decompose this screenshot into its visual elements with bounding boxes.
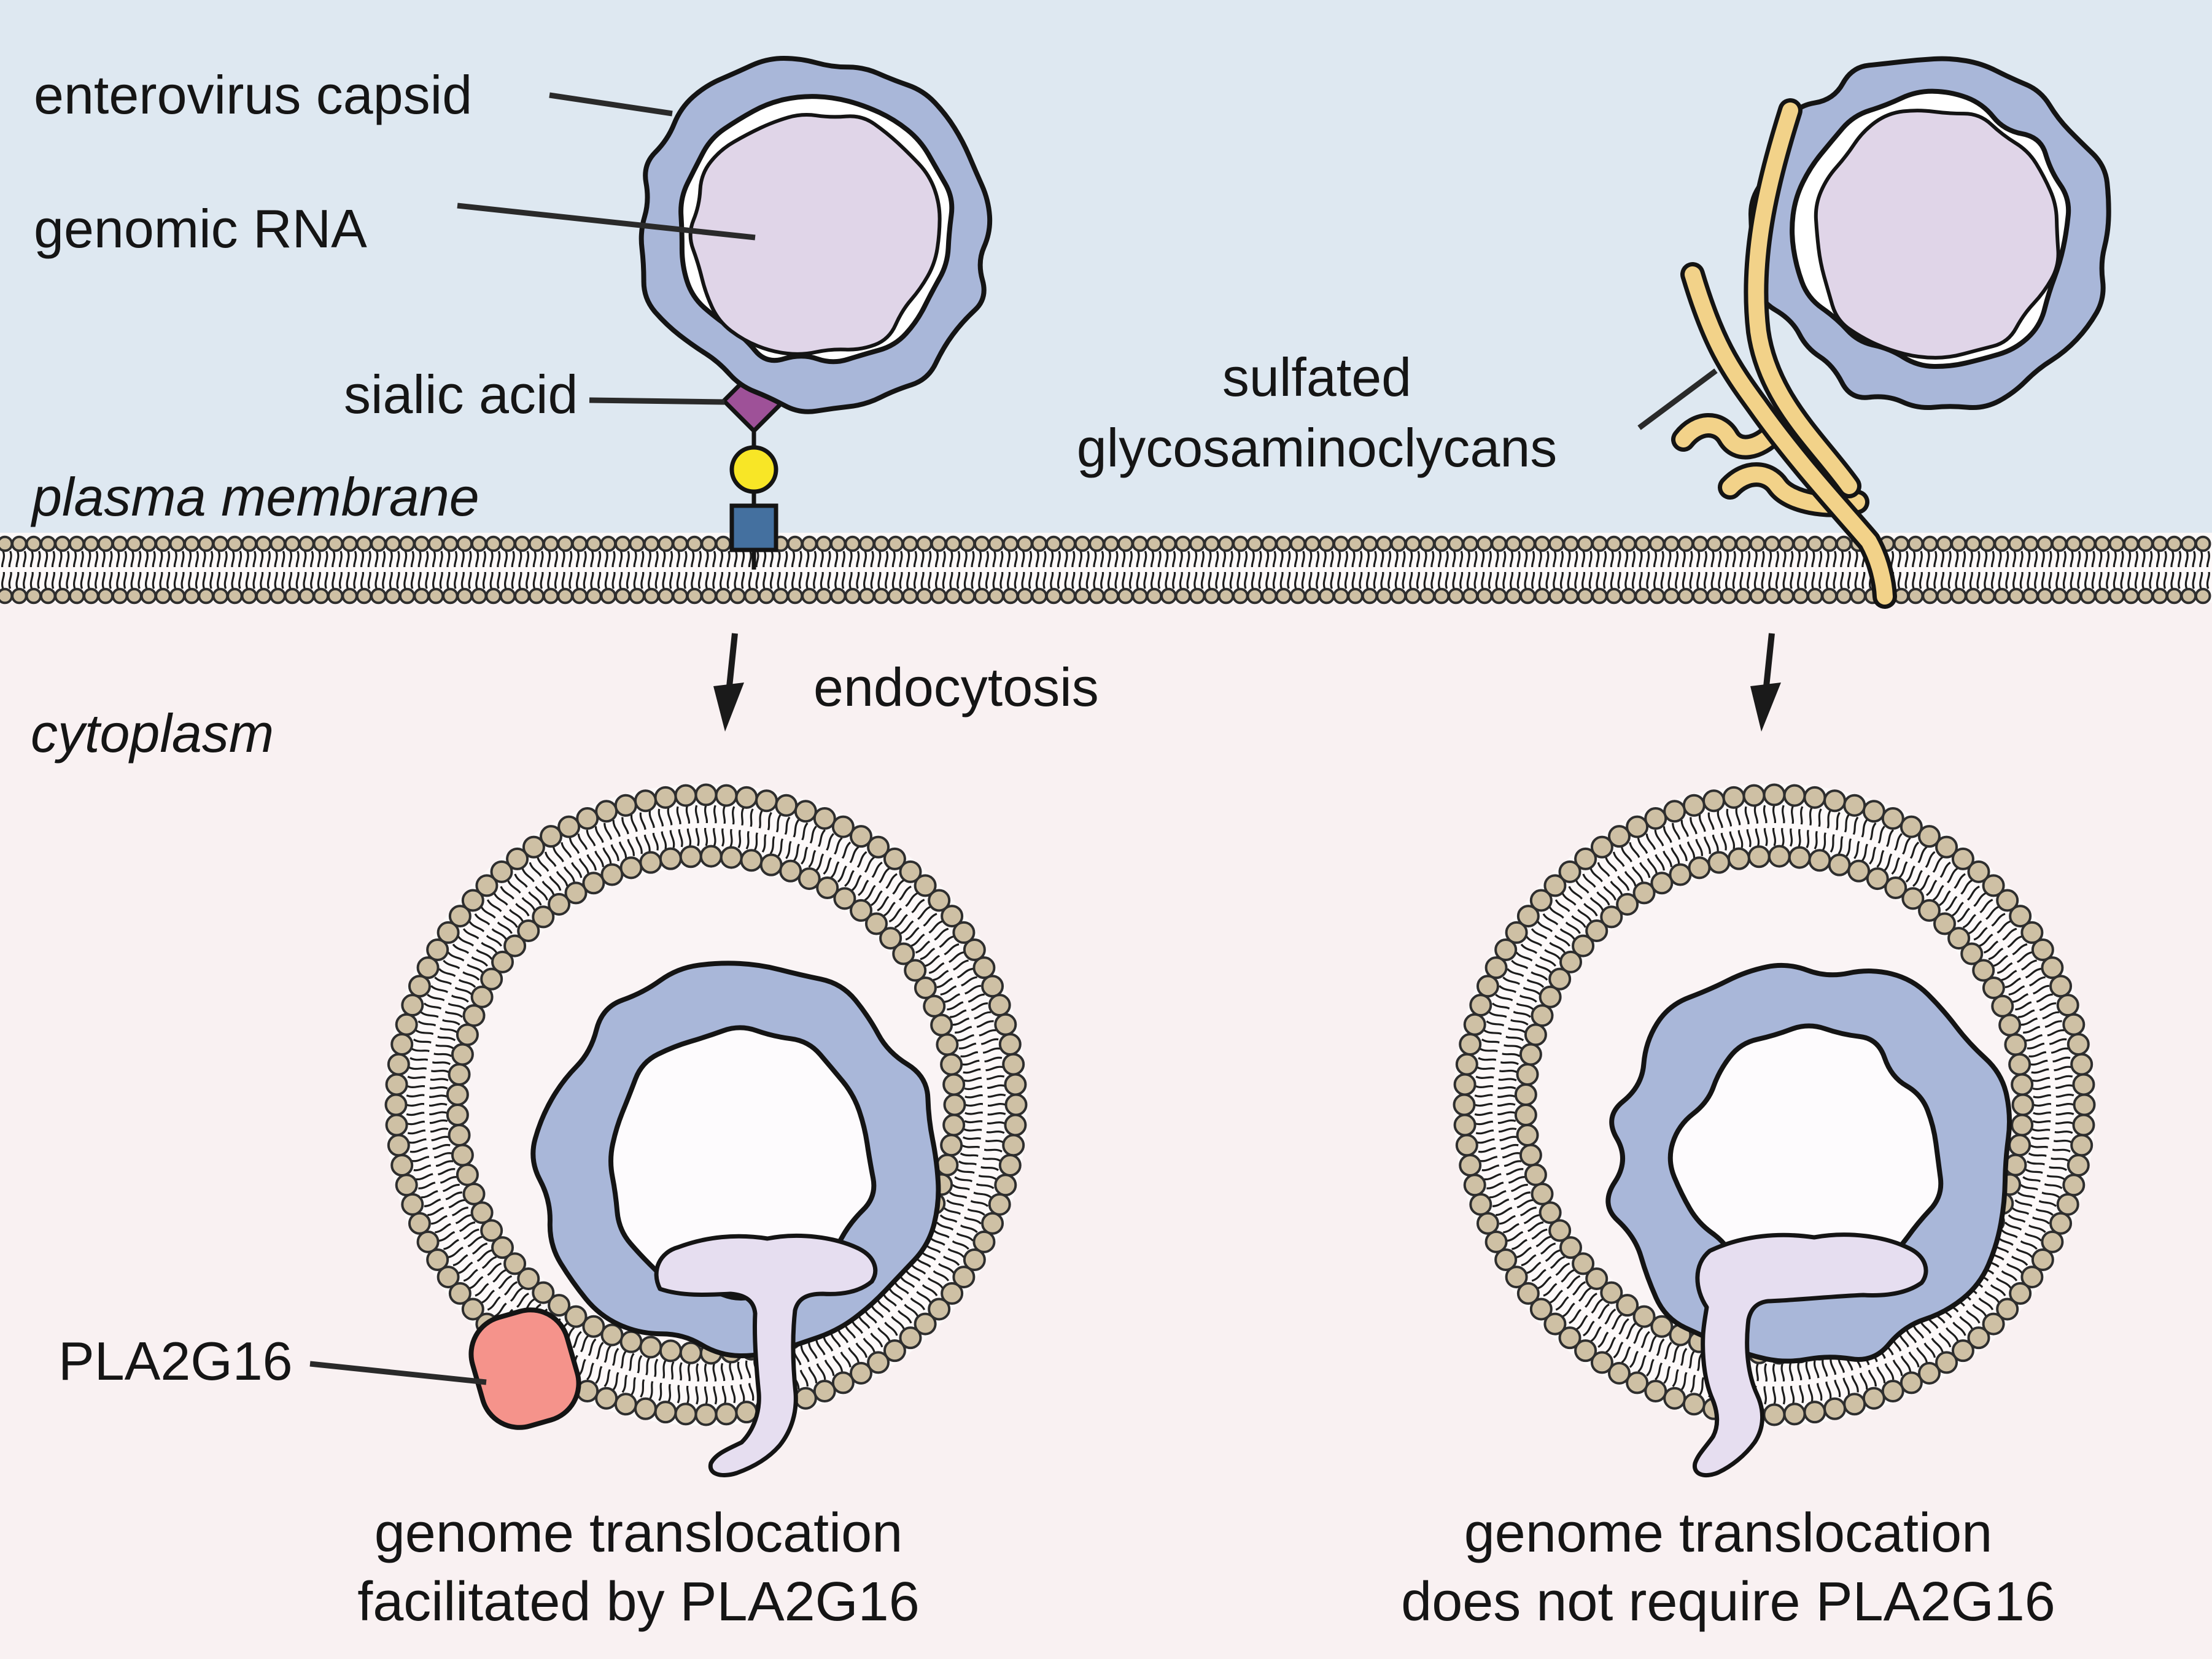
enterovirus-capsid-shell [638,56,993,414]
leader-enterovirus-capsid [549,92,673,117]
capsid-interior [611,1027,874,1298]
label-genomic-rna: genomic RNA [34,198,367,259]
label-plasma-membrane: plasma membrane [30,466,479,527]
down-arrow-icon [1763,633,1775,693]
sulfated-gag-strands [1671,98,1897,609]
leader-sialic-acid [589,397,725,405]
glcnac-square-icon [729,503,778,552]
label-pla2g16: PLA2G16 [58,1331,293,1391]
caption-right-line1: genome translocation [1464,1502,1993,1564]
capsid-interior [1670,1026,1941,1296]
genomic-rna-core [688,113,942,356]
galactose-circle-icon [729,445,778,494]
leader-pla2g16 [309,1361,487,1385]
enterovirus-left [638,56,993,414]
label-cytoplasm: cytoplasm [31,703,274,764]
leader-genomic-rna [457,203,756,241]
caption-right-line2: does not require PLA2G16 [1401,1571,2055,1633]
label-sialic-acid: sialic acid [344,364,578,425]
endosome-right [1453,783,2096,1477]
text-labels: enterovirus capsid genomic RNA sialic ac… [30,64,2055,1633]
plasma-membrane-bilayer [0,535,2212,605]
label-enterovirus-capsid: enterovirus capsid [34,64,472,125]
leader-sulfated-gag [1637,368,1718,430]
translocating-rna [654,1233,878,1477]
down-arrow-icon [726,633,738,693]
enterovirus-right [1748,56,2111,411]
genomic-rna-core [1814,109,2060,360]
down-arrow-head-icon [713,683,744,732]
label-endocytosis: endocytosis [813,657,1099,717]
leader-lines [309,92,1718,1385]
translocating-rna [1693,1232,1928,1477]
endocytosis-arrows [713,633,1781,732]
caption-left-line2: facilitated by PLA2G16 [357,1571,920,1633]
caption-left-line1: genome translocation [374,1502,903,1564]
label-sulfated-gag-line2: glycosaminoclycans [1077,417,1558,478]
down-arrow-head-icon [1750,683,1781,732]
label-sulfated-gag-line1: sulfated [1222,347,1411,408]
